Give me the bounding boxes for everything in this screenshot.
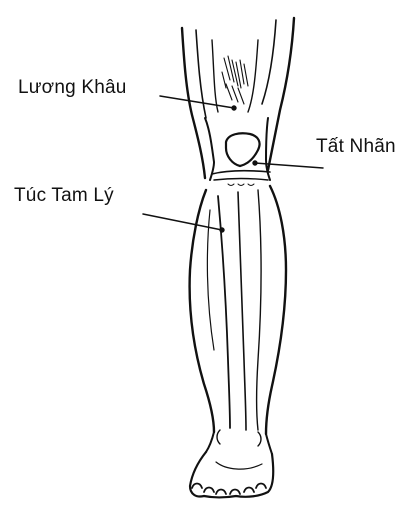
knee-outline-right [266, 118, 270, 180]
fibula-line [257, 190, 262, 430]
knee-joint-line [212, 171, 270, 174]
leader-line-tat-nhan [255, 163, 323, 168]
thigh-left-inner-line [196, 30, 206, 118]
thigh-left-muscle-line [212, 40, 218, 112]
leader-line-tuc-tam-ly [143, 214, 222, 230]
toes [192, 484, 266, 495]
knee-lower-line [214, 179, 268, 181]
knee-texture [228, 184, 254, 186]
label-tat-nhan: Tất Nhãn [316, 137, 396, 156]
tibia-line-inner [238, 192, 246, 430]
ankle-left [206, 432, 214, 452]
foot-top-line [216, 462, 262, 469]
knee-outline-left [205, 118, 214, 180]
calf-muscle-line [207, 210, 214, 350]
thigh-right-inner-line [262, 20, 276, 104]
ankle-bone-left [217, 430, 220, 444]
ankle-bone-right [258, 432, 261, 446]
label-tuc-tam-ly: Túc Tam Lý [14, 186, 114, 205]
thigh-right-muscle-line [248, 40, 258, 112]
label-luong-khau: Lương Khâu [18, 78, 127, 97]
thigh-hatching [222, 56, 248, 104]
ankle-right [266, 434, 272, 454]
thigh-right-contour [268, 18, 294, 170]
calf-right-contour [266, 186, 286, 434]
leader-line-luong-khau [160, 96, 234, 108]
